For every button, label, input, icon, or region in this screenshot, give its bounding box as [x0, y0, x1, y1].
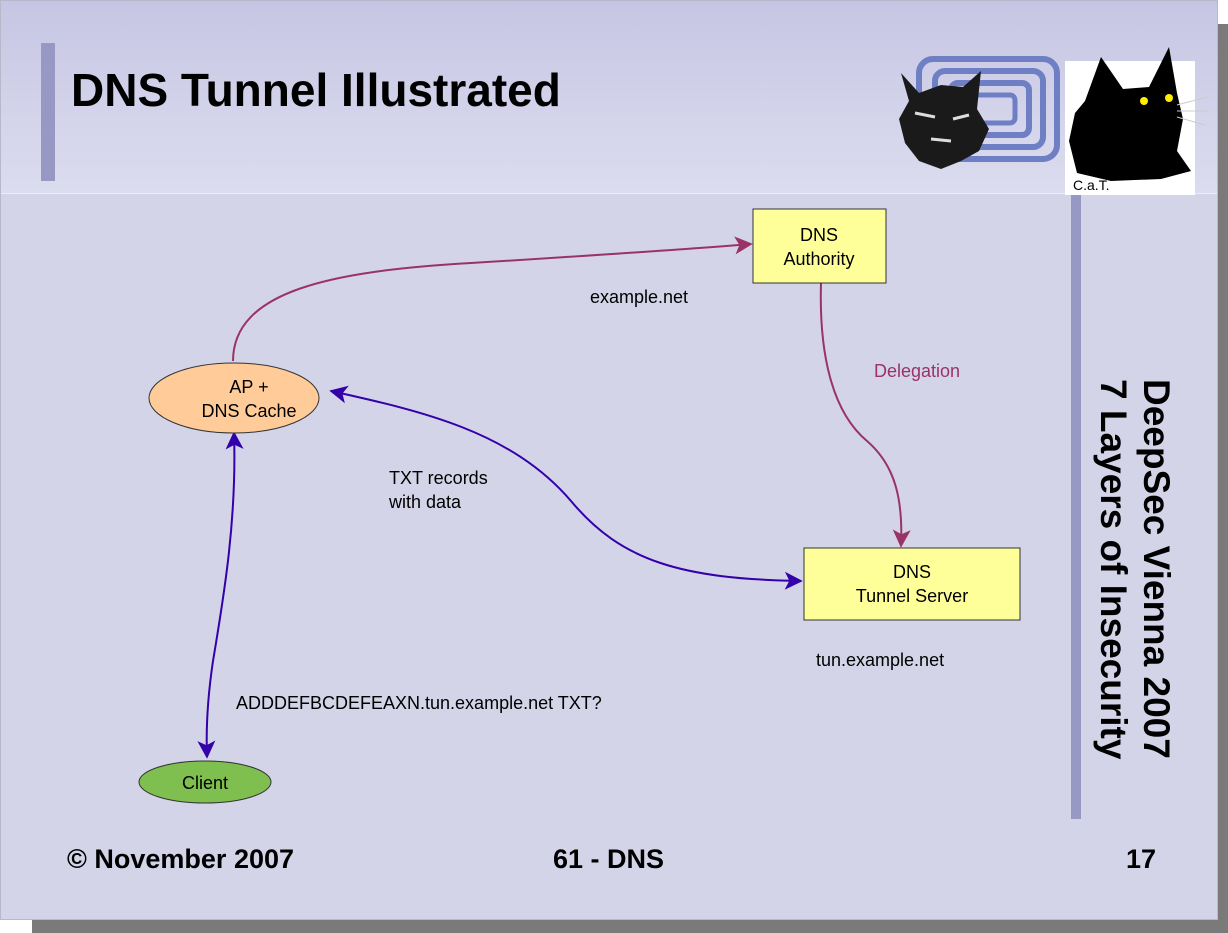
footer-page-number: 17: [1126, 844, 1157, 874]
edge-ap-to-authority: [232, 236, 753, 362]
edge-authority-to-tunnel: [819, 282, 911, 548]
tunnel-domain-label: tun.example.net: [816, 650, 944, 670]
dns-authority-line-2: Authority: [783, 249, 854, 269]
edge-client-ap-bidirectional: [197, 431, 244, 759]
footer-copyright: © November 2007: [67, 844, 295, 874]
cat-caption: C.a.T.: [1073, 177, 1110, 193]
dns-authority-node: DNS Authority: [752, 208, 887, 284]
txt-records-line-1: TXT records: [389, 468, 488, 488]
txt-records-line-2: with data: [388, 492, 462, 512]
authority-domain-label: example.net: [590, 287, 688, 307]
title-accent-bar: [41, 43, 55, 181]
delegation-label: Delegation: [874, 361, 960, 381]
dns-authority-line-1: DNS: [800, 225, 838, 245]
query-label: ADDDEFBCDEFEAXN.tun.example.net TXT?: [236, 693, 602, 713]
slide-title: DNS Tunnel Illustrated: [71, 64, 561, 116]
ap-cache-line-2: DNS Cache: [201, 401, 296, 421]
dns-tunnel-diagram: DNS Authority AP + DNS Cache DNS Tunnel …: [138, 208, 1021, 804]
dns-tunnel-server-node: DNS Tunnel Server: [803, 547, 1021, 621]
black-cat-icon: C.a.T.: [1065, 47, 1209, 195]
tunnel-server-line-1: DNS: [893, 562, 931, 582]
university-logo: [899, 56, 1060, 169]
ap-dns-cache-node: AP + DNS Cache: [148, 362, 320, 434]
ap-cache-line-1: AP +: [229, 377, 268, 397]
footer-section: 61 - DNS: [553, 844, 665, 874]
client-label: Client: [182, 773, 228, 793]
slide: DNS Tunnel Illustrated C.a.T. DeepSec Vi…: [0, 0, 1218, 920]
tunnel-server-line-2: Tunnel Server: [856, 586, 968, 606]
logos: C.a.T.: [899, 47, 1209, 195]
sidebar-accent-bar: [1071, 195, 1081, 819]
client-node: Client: [138, 760, 272, 804]
edge-ap-tunnel-bidirectional: [329, 385, 803, 590]
